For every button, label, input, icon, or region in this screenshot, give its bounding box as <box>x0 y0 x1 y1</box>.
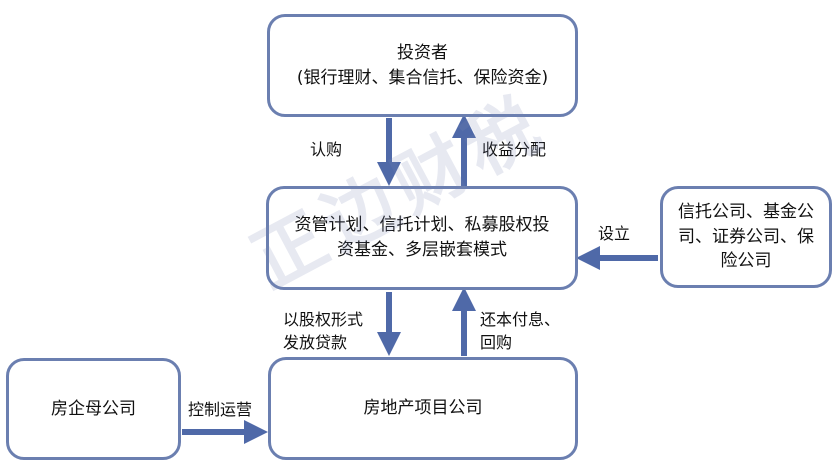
investor-subtitle: (银行理财、集合信托、保险资金) <box>296 67 549 88</box>
equity-loan-label: 以股权形式 发放贷款 <box>283 308 363 354</box>
plan-box: 资管计划、信托计划、私募股权投 资基金、多层嵌套模式 <box>266 186 578 290</box>
project-company-label: 房地产项目公司 <box>363 398 483 419</box>
plan-line-2: 资基金、多层嵌套模式 <box>337 240 507 260</box>
repay-label: 还本付息、 回购 <box>480 308 560 354</box>
parent-company-box: 房企母公司 <box>6 358 181 460</box>
repay-line-1: 还本付息、 <box>480 310 561 329</box>
investor-title: 投资者 <box>397 42 448 63</box>
repay-line-2: 回购 <box>480 333 513 353</box>
institutions-line-2: 司、证券公司、保 <box>678 226 814 247</box>
plan-line-1: 资管计划、信托计划、私募股权投 <box>294 215 550 236</box>
institutions-line-3: 险公司 <box>720 251 772 272</box>
establish-label: 设立 <box>598 224 631 243</box>
institutions-line-1: 信托公司、基金公 <box>678 202 814 223</box>
institutions-box: 信托公司、基金公 司、证券公司、保 险公司 <box>660 186 832 288</box>
subscribe-label: 认购 <box>310 140 343 159</box>
distribution-label: 收益分配 <box>482 140 547 159</box>
equity-loan-line-2: 发放贷款 <box>283 333 348 353</box>
investor-box: 投资者 (银行理财、集合信托、保险资金) <box>267 14 578 117</box>
project-company-box: 房地产项目公司 <box>268 357 578 460</box>
equity-loan-line-1: 以股权形式 <box>283 310 364 329</box>
control-label: 控制运营 <box>188 400 253 419</box>
parent-company-label: 房企母公司 <box>51 398 136 419</box>
